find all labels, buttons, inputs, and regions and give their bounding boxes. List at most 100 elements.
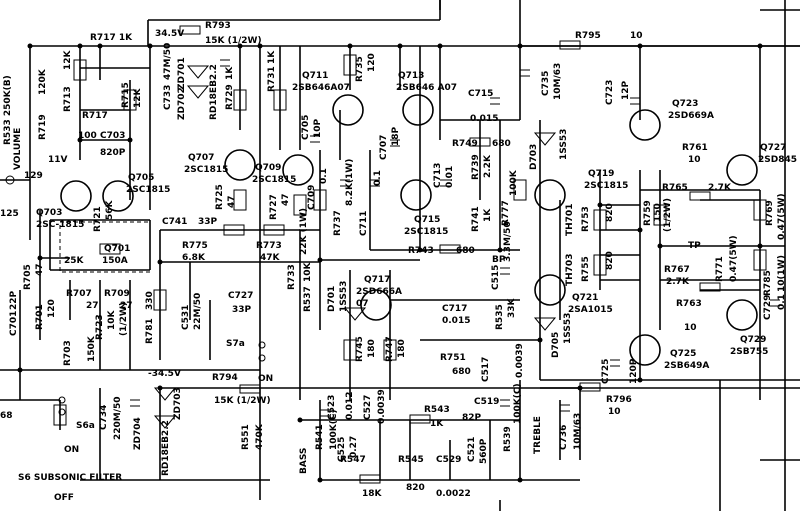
label-r794: R794 [212, 373, 238, 383]
label-q721: Q721 [572, 293, 598, 303]
label-r537: R537 [303, 286, 313, 312]
label-r759w: (1/2W) [663, 198, 673, 232]
label-c515: C515 [491, 265, 501, 290]
label-r793: R793 [205, 21, 231, 31]
label-r717b: R717 [82, 111, 108, 121]
label-d703v: 1SS53 [559, 129, 569, 160]
label-c727v: 33P [232, 305, 252, 315]
label-vneg: -34.5V [148, 369, 181, 379]
label-r796v: 10 [608, 407, 621, 417]
label-tp: TP [688, 241, 701, 251]
label-r713v: 12K [63, 49, 73, 70]
label-r781: R781 [145, 318, 155, 344]
label-c527: C527 [363, 395, 373, 420]
label-q725v: 2SB649A [664, 361, 709, 371]
label-q711: Q711 [302, 71, 328, 81]
label-q719v: 2SC1815 [584, 181, 628, 191]
label-r785v: 10(1W) [777, 255, 787, 292]
label-r737: R737 [333, 210, 343, 236]
label-c527v: 0.0039 [377, 389, 387, 424]
label-c709v: 0.1 [319, 168, 329, 184]
label-r761: R761 [682, 143, 708, 153]
label-r751: R751 [440, 353, 466, 363]
label-bass: BASS [299, 448, 309, 474]
resistors [53, 25, 767, 484]
label-r759v: 150 [653, 203, 663, 222]
label-r751v: 680 [452, 367, 471, 377]
label-rd: RD18EB2.2 [209, 64, 219, 120]
label-q727v: 2SD845 [758, 155, 797, 165]
label-off: OFF [54, 493, 74, 503]
label-c519: C519 [474, 397, 499, 407]
label-v345top: 34.5V [155, 29, 184, 39]
label-r723v: 10K [107, 309, 117, 330]
label-volume: VOLUME [13, 128, 23, 170]
label-r731: R731 [267, 66, 277, 92]
label-r747: R747 [385, 336, 395, 362]
label-q717b: 07 [356, 299, 369, 309]
label-s6: S6 SUBSONIC FILTER [18, 473, 122, 483]
label-r739v: 2.2K [483, 154, 493, 178]
label-c723: C723 [605, 80, 615, 105]
label-r545v: 820 [406, 483, 425, 493]
label-d703: D703 [529, 144, 539, 170]
label-zd702: ZD702 [177, 87, 187, 120]
label-r773: R773 [256, 241, 282, 251]
label-c531v: 22M/50 [193, 293, 203, 330]
label-r735v: 120 [367, 53, 377, 72]
label-c529v: 0.0022 [436, 489, 471, 499]
label-r729v: 1K [225, 66, 235, 80]
switches [5, 175, 266, 416]
label-r733v: 22K (1W) [299, 208, 309, 255]
label-r705: R705 [23, 264, 33, 290]
label-r725v: 47 [227, 195, 237, 208]
label-c713: C713 [433, 163, 443, 188]
label-q709: Q709 [255, 163, 281, 173]
label-r705v: 47 [35, 263, 45, 276]
label-q729: Q729 [740, 335, 766, 345]
label-c521v: 560P [479, 438, 489, 464]
label-q701v: 150A [102, 256, 128, 266]
label-r743v: 680 [456, 246, 475, 256]
label-c741: C741 [162, 217, 187, 227]
label-c703: C703 [100, 131, 125, 141]
label-r537v: 10K [303, 261, 313, 282]
label-q713v: 2SB646 A07 [396, 83, 457, 93]
label-c733v: 47M/50 [163, 43, 173, 80]
label-c715v: 0.015 [470, 114, 498, 124]
label-q715v: 2SC1815 [404, 227, 448, 237]
label-q701: Q701 [104, 244, 130, 254]
label-r785: R785 [763, 270, 773, 296]
label-r765: R765 [662, 183, 688, 193]
label-r773v: 47K [260, 253, 281, 263]
label-r717a: R717 1K [90, 33, 133, 43]
label-r775: R775 [182, 241, 208, 251]
label-c705: C705 [301, 115, 311, 140]
label-q707: Q707 [188, 153, 214, 163]
label-r715v: 12K [133, 87, 143, 108]
label-c701v: 22P [9, 290, 19, 310]
label-q711v: 2SB646A07 [292, 83, 350, 93]
label-c531: C531 [181, 305, 191, 330]
label-c729v: 0.1 [777, 294, 787, 310]
label-q705v: 2SC1815 [126, 185, 170, 195]
junction-dots [17, 43, 763, 483]
label-c711v: 0.1 [373, 170, 383, 186]
label-s6a: S6a [76, 421, 95, 431]
label-r703: R703 [63, 340, 73, 366]
label-q717: Q717 [364, 275, 390, 285]
label-r795v: 10 [630, 31, 643, 41]
label-c711: C711 [359, 211, 369, 236]
label-r794v: 15K (1/2W) [214, 396, 271, 406]
label-r551v: 470K [255, 423, 265, 450]
label-r743: R743 [408, 246, 434, 256]
label-c521: C521 [467, 437, 477, 462]
label-r543: R543 [424, 405, 450, 415]
label-r717bv: 100 [78, 131, 97, 141]
label-r715: R715 [121, 82, 131, 108]
label-q703v: 2SC-1815 [36, 220, 84, 230]
label-r777v: 100K [509, 169, 519, 196]
label-c733: C733 [163, 85, 173, 110]
label-c705v: 10P [313, 118, 323, 138]
